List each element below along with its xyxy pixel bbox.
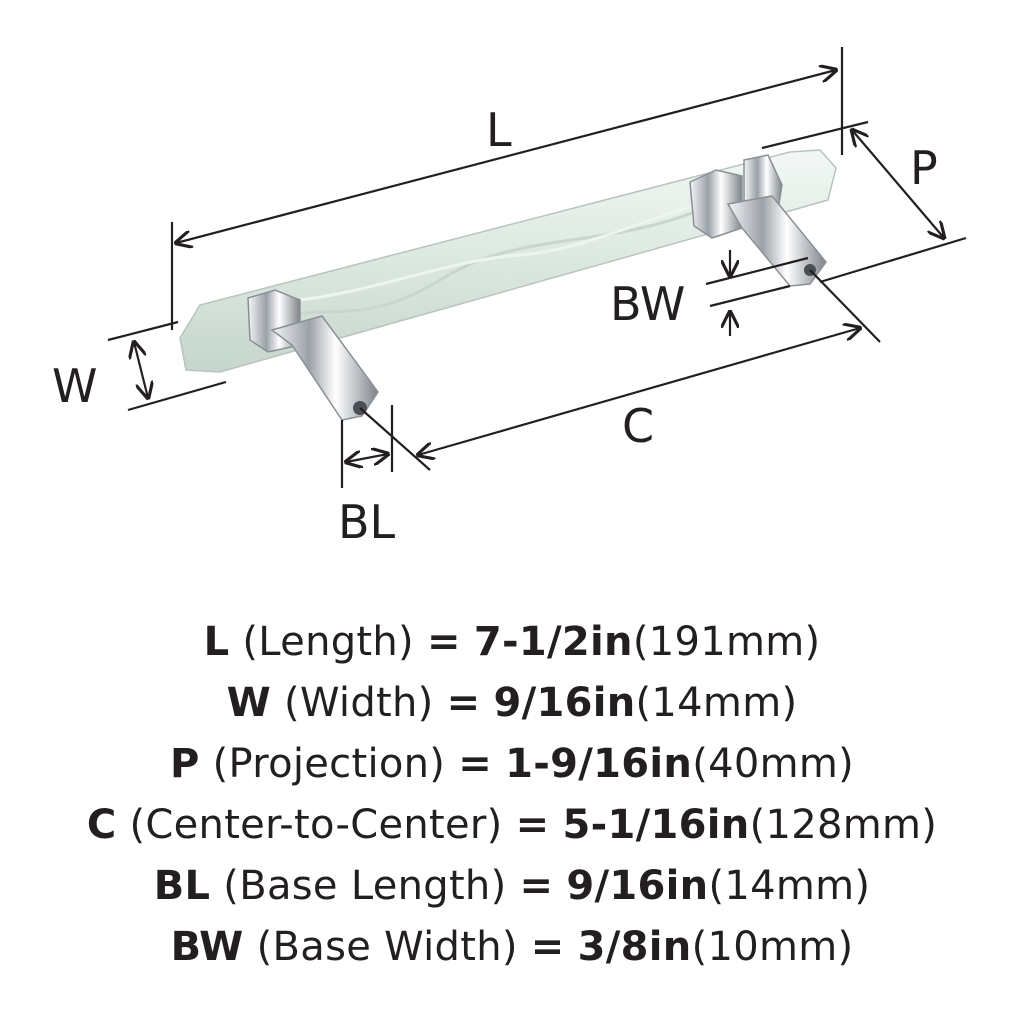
- spec-row-center-to-center: C (Center-to-Center) = 5-1/16in(128mm): [0, 795, 1024, 856]
- spec-name: (Base Width): [256, 924, 518, 970]
- spec-row-base-length: BL (Base Length) = 9/16in(14mm): [0, 856, 1024, 917]
- dim-C-axis-right: [809, 269, 881, 343]
- spec-name: (Length): [242, 619, 414, 665]
- spec-code: W: [226, 680, 272, 726]
- spec-equals: =: [519, 863, 554, 909]
- spec-imperial: 5-1/16in: [562, 802, 750, 848]
- spec-code: BL: [153, 863, 211, 909]
- label-C: C: [622, 399, 654, 453]
- spec-equals: =: [446, 680, 481, 726]
- spec-imperial: 3/8in: [577, 924, 692, 970]
- spec-name: (Projection): [212, 741, 446, 787]
- spec-name: (Center-to-Center): [129, 802, 503, 848]
- dim-BW-extension-bottom: [709, 284, 791, 308]
- dim-L-arrow: [176, 70, 836, 243]
- dim-W-extension-bottom: [127, 380, 227, 412]
- spec-metric: (10mm): [691, 924, 854, 970]
- label-L: L: [486, 103, 512, 157]
- spec-row-length: L (Length) = 7-1/2in(191mm): [0, 612, 1024, 673]
- dim-BL-arrow: [346, 454, 388, 462]
- spec-metric: (14mm): [708, 863, 871, 909]
- spec-imperial: 1-9/16in: [505, 741, 693, 787]
- dim-P-arrow: [852, 130, 944, 238]
- spec-metric: (128mm): [749, 802, 938, 848]
- dim-W-arrow: [134, 342, 148, 398]
- dimension-lines: [107, 47, 967, 488]
- spec-code: C: [86, 802, 117, 848]
- cabinet-pull-illustration: [179, 149, 837, 421]
- spec-imperial: 9/16in: [566, 863, 709, 909]
- spec-code: L: [203, 619, 230, 665]
- spec-metric: (191mm): [632, 619, 821, 665]
- spec-code: BW: [170, 924, 244, 970]
- spec-metric: (14mm): [635, 680, 798, 726]
- spec-equals: =: [530, 924, 565, 970]
- spec-equals: =: [515, 802, 550, 848]
- spec-name: (Width): [284, 680, 434, 726]
- label-W: W: [52, 359, 97, 413]
- label-BW: BW: [610, 277, 685, 331]
- spec-name: (Base Length): [223, 863, 507, 909]
- dim-C-axis-left: [359, 407, 431, 471]
- spec-imperial: 7-1/2in: [473, 619, 633, 665]
- specification-list: L (Length) = 7-1/2in(191mm) W (Width) = …: [0, 612, 1024, 978]
- spec-equals: =: [458, 741, 493, 787]
- dimension-diagram: L P BW W C BL: [52, 47, 967, 549]
- spec-equals: =: [426, 619, 461, 665]
- dim-BW-extension-top: [705, 256, 809, 286]
- spec-row-projection: P (Projection) = 1-9/16in(40mm): [0, 734, 1024, 795]
- dim-C-arrow: [418, 328, 860, 455]
- spec-code: P: [169, 741, 200, 787]
- label-P: P: [910, 141, 938, 195]
- label-BL: BL: [338, 495, 396, 549]
- spec-row-width: W (Width) = 9/16in(14mm): [0, 673, 1024, 734]
- dim-W-extension-top: [107, 320, 179, 342]
- spec-imperial: 9/16in: [493, 680, 636, 726]
- spec-row-base-width: BW (Base Width) = 3/8in(10mm): [0, 917, 1024, 978]
- dim-P-extension-bottom: [819, 236, 967, 284]
- spec-metric: (40mm): [692, 741, 855, 787]
- dim-P-extension-top: [761, 120, 869, 150]
